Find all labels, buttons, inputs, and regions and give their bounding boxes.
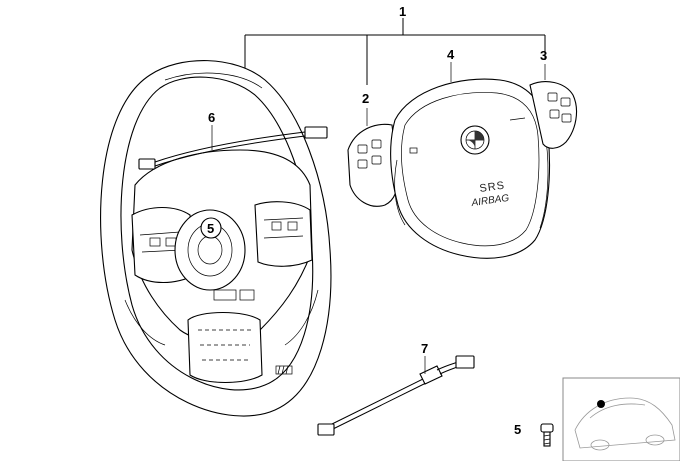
callout-1: 1 bbox=[399, 4, 406, 19]
callout-5-bolt: 5 bbox=[514, 422, 521, 437]
callout-3: 3 bbox=[540, 48, 547, 63]
steering-wheel bbox=[100, 60, 332, 417]
callout-6: 6 bbox=[208, 110, 215, 125]
callout-5: 5 bbox=[207, 221, 214, 236]
left-multifunction-switch-2 bbox=[347, 108, 399, 207]
callout-5-circle: 5 bbox=[200, 217, 222, 239]
bolt-5 bbox=[540, 423, 554, 447]
callout-2: 2 bbox=[362, 91, 369, 106]
airbag-srs-text: SRS bbox=[479, 180, 506, 195]
cable-6 bbox=[138, 125, 328, 170]
callout-4: 4 bbox=[447, 47, 455, 62]
callout-7: 7 bbox=[421, 341, 428, 356]
callout-1-bracket bbox=[244, 18, 546, 85]
airbag-airbag-text: AIRBAG bbox=[470, 193, 510, 209]
cable-harness-7 bbox=[317, 355, 475, 436]
vehicle-location-inset bbox=[562, 377, 680, 461]
airbag-module-4: SRS AIRBAG bbox=[390, 62, 551, 259]
right-multifunction-switch-3 bbox=[529, 64, 578, 149]
